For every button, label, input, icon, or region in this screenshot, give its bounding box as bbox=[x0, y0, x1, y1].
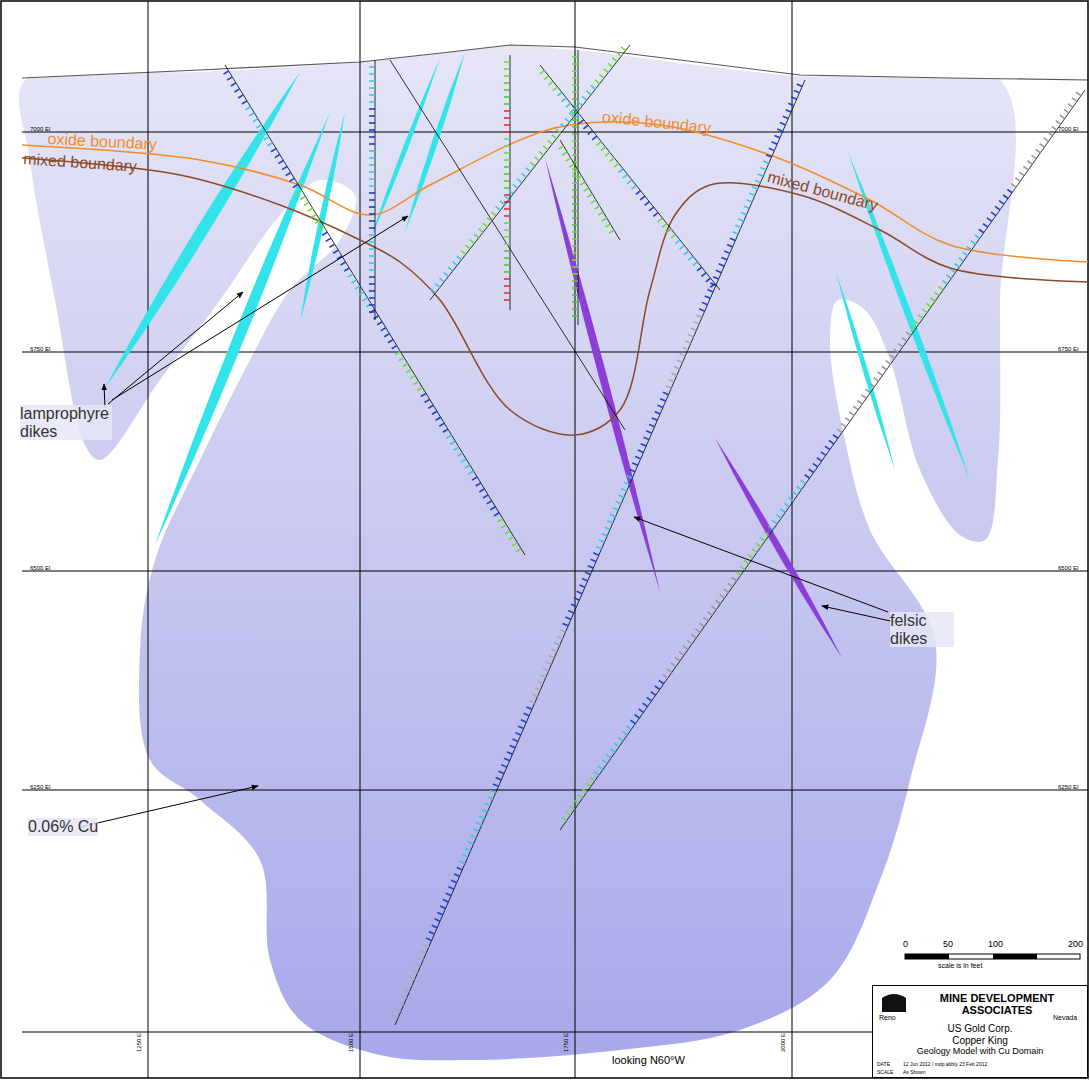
scale-bar bbox=[905, 954, 1080, 959]
lamprophyre-dike bbox=[105, 72, 300, 388]
grid-label: 7000 El bbox=[30, 126, 50, 133]
grid-label: 7000 El bbox=[1058, 126, 1078, 133]
topography bbox=[22, 45, 1088, 80]
title-text: Nevada bbox=[1053, 1014, 1077, 1022]
felsic-dike bbox=[715, 438, 842, 658]
grid-label: 2000 E bbox=[780, 1033, 787, 1052]
boundary-label: oxide boundary bbox=[47, 130, 157, 153]
felsic-dike bbox=[545, 158, 660, 592]
grid-label: 6500 El bbox=[30, 565, 50, 572]
mixed-boundary-line bbox=[22, 158, 1088, 435]
title-text: 12 Jun 2012 / mdp abbly 23 Feb 2012 bbox=[903, 1062, 987, 1068]
company-logo bbox=[879, 990, 909, 1016]
scale-label: 100 bbox=[988, 940, 1003, 950]
title-text: As Shown bbox=[903, 1070, 926, 1076]
title-text: US Gold Corp. bbox=[873, 1023, 1087, 1034]
lamprophyre-dike bbox=[155, 112, 330, 545]
leader-line bbox=[634, 517, 888, 612]
grid-label: 6250 El bbox=[30, 784, 50, 791]
view-direction: looking N60°W bbox=[612, 1054, 685, 1066]
scale-label: 50 bbox=[943, 940, 953, 950]
title-text: Copper King bbox=[873, 1035, 1087, 1046]
grid-label: 1500 E bbox=[348, 1033, 355, 1052]
drill-holes bbox=[224, 45, 1085, 1025]
oxide-boundary-line bbox=[22, 122, 1088, 262]
leader-line bbox=[80, 786, 258, 827]
sky-mask bbox=[22, 0, 1088, 80]
callout-label: lamprophyre dikes bbox=[20, 405, 112, 440]
lamprophyre-dike bbox=[300, 112, 345, 322]
grid-label: 1750 E bbox=[563, 1033, 570, 1052]
title-text: SCALE bbox=[877, 1070, 893, 1076]
scale-label: 200 bbox=[1068, 940, 1083, 950]
lamprophyre-dike bbox=[405, 52, 465, 232]
cu-domain bbox=[19, 46, 1016, 1060]
lamprophyre-dike bbox=[836, 272, 895, 470]
leader-line bbox=[822, 606, 895, 622]
title-text: Geology Model with Cu Domain bbox=[873, 1047, 1087, 1057]
title-block: MINE DEVELOPMENT ASSOCIATES Reno NevadaUS … bbox=[872, 985, 1088, 1078]
title-text: Reno bbox=[879, 1014, 896, 1022]
boundary-label: oxide boundary bbox=[601, 108, 712, 137]
boundary-label: mixed boundary bbox=[23, 150, 138, 175]
leader-line bbox=[108, 292, 243, 404]
grid-label: 6750 El bbox=[1058, 346, 1078, 353]
grid-label: 6250 El bbox=[1058, 784, 1078, 791]
boundary-label: mixed boundary bbox=[765, 168, 880, 214]
callout-label: felsic dikes bbox=[890, 612, 954, 647]
leader-line bbox=[112, 216, 408, 400]
grid-label: 1250 E bbox=[136, 1033, 143, 1052]
scale-label: 0 bbox=[903, 940, 908, 950]
title-text: DATE bbox=[877, 1062, 890, 1068]
scale-label: scale is in feet bbox=[938, 962, 982, 970]
grid-label: 6500 El bbox=[1058, 565, 1078, 572]
title-text: MINE DEVELOPMENT ASSOCIATES bbox=[917, 992, 1077, 1016]
callout-label: 0.06% Cu bbox=[28, 818, 98, 836]
grid-label: 6750 El bbox=[30, 346, 50, 353]
